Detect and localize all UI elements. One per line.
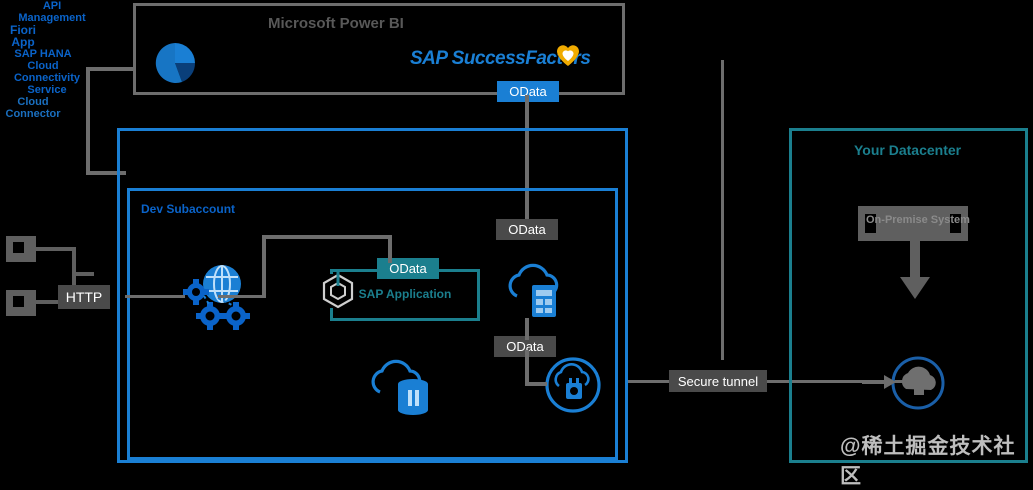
fiori-app-label-line2: App bbox=[11, 35, 35, 49]
hana-cloud-label-line2: Cloud bbox=[27, 60, 59, 72]
downward-arrow-icon bbox=[898, 241, 932, 303]
cloud-plug-icon bbox=[544, 356, 602, 414]
connector-top-left-h bbox=[86, 67, 136, 71]
cloud-app-icon bbox=[505, 262, 567, 324]
connector-api-h bbox=[262, 235, 392, 239]
connector-successfactors-down bbox=[525, 95, 529, 240]
connectivity-service-label-line2: Service bbox=[27, 84, 67, 96]
client-icons-group bbox=[2, 232, 116, 324]
fiori-app-label-line1: Fiori bbox=[10, 23, 36, 37]
connector-api-to-odata bbox=[388, 235, 392, 263]
top-systems-panel bbox=[133, 3, 625, 95]
http-pill: HTTP bbox=[58, 285, 110, 309]
heart-icon bbox=[556, 44, 580, 68]
top-panel-title: Microsoft Power BI bbox=[268, 15, 404, 32]
hexagon-cube-icon bbox=[321, 272, 355, 310]
connectivity-service-label-line1: Connectivity bbox=[13, 72, 80, 84]
divider-vertical bbox=[721, 60, 724, 360]
connector-fiori-down bbox=[525, 318, 529, 340]
your-datacenter-title: Your Datacenter bbox=[854, 142, 962, 158]
cloud-database-icon bbox=[370, 358, 436, 420]
connector-top-left-v bbox=[86, 67, 90, 175]
watermark-text: @稀土掘金技术社区 bbox=[840, 435, 1016, 488]
api-management-label-line2: Management bbox=[18, 12, 86, 24]
hana-cloud-label-line1: SAP HANA bbox=[14, 48, 72, 60]
hana-cloud-label: SAP HANA Cloud bbox=[0, 48, 86, 72]
dev-subaccount-title: Dev Subaccount bbox=[141, 202, 236, 216]
connector-conn-right bbox=[525, 382, 547, 386]
dev-subaccount-panel bbox=[127, 188, 618, 460]
odata-pill-mid: OData bbox=[496, 219, 558, 240]
odata-pill-top: OData bbox=[497, 81, 559, 102]
cloud-connector-label-line2: Connector bbox=[5, 108, 61, 120]
odata-pill-conn: OData bbox=[494, 336, 556, 357]
your-datacenter-panel bbox=[789, 128, 1028, 463]
connector-top-left-h2 bbox=[86, 171, 126, 175]
connector-http-to-api bbox=[125, 295, 185, 298]
connectivity-service-label: Connectivity Service bbox=[0, 72, 94, 96]
on-premise-system-icon bbox=[858, 206, 968, 244]
sap-application-label: SAP Application bbox=[358, 287, 452, 301]
odata-pill-app: OData bbox=[377, 258, 439, 279]
gears-api-icon bbox=[178, 262, 256, 334]
api-management-label-line1: API bbox=[42, 0, 62, 12]
secure-tunnel-pill: Secure tunnel bbox=[669, 370, 767, 392]
sap-btp-panel bbox=[117, 128, 628, 463]
cloud-connector-label-line1: Cloud bbox=[17, 96, 49, 108]
connector-api-left bbox=[218, 295, 266, 298]
sap-successfactors-label: SAP SuccessFactors bbox=[410, 48, 591, 69]
cloud-connector-label: Cloud Connector bbox=[0, 96, 66, 120]
connector-api-v bbox=[262, 235, 266, 297]
connector-conn-down bbox=[525, 350, 529, 384]
fiori-app-label: Fiori App bbox=[0, 24, 46, 48]
tunnel-arrowhead-icon bbox=[862, 375, 896, 389]
cloud-connector-icon bbox=[890, 355, 946, 411]
sap-successfactors-logo: SAP SuccessFactors bbox=[410, 48, 591, 70]
pie-chart-icon bbox=[152, 40, 198, 86]
api-management-label: API Management bbox=[0, 0, 104, 24]
on-premise-system-label: On-Premise System bbox=[866, 214, 970, 226]
